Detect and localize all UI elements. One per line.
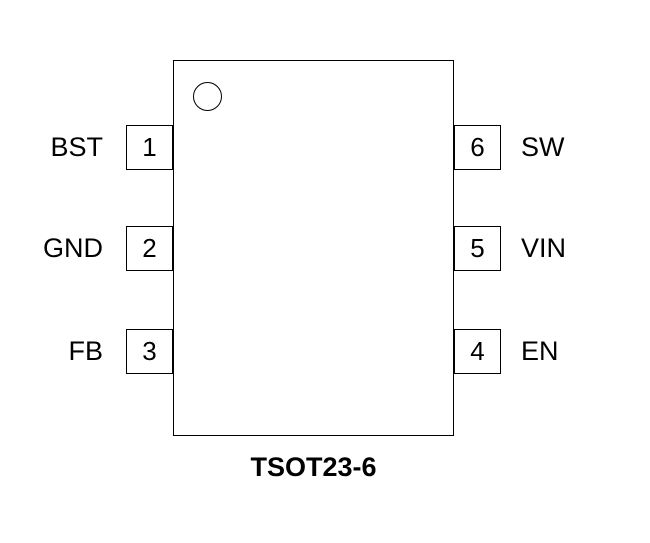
- pin-4: 4: [454, 329, 501, 374]
- pin-label-sw: SW: [521, 132, 565, 162]
- chip-body: [173, 60, 454, 436]
- pin-3: 3: [126, 329, 173, 374]
- pin-number-4: 4: [470, 336, 485, 366]
- pin-number-3: 3: [142, 336, 157, 366]
- package-name: TSOT23-6: [250, 452, 377, 482]
- pin-2: 2: [126, 226, 173, 271]
- pin-1: 1: [126, 125, 173, 170]
- pin-label-en: EN: [521, 336, 559, 366]
- pin-number-5: 5: [470, 233, 485, 263]
- pin-number-2: 2: [142, 233, 157, 263]
- pin-number-1: 1: [142, 132, 157, 162]
- pin-6: 6: [454, 125, 501, 170]
- pin-label-fb: FB: [68, 336, 103, 366]
- pin-number-6: 6: [470, 132, 485, 162]
- pin-label-gnd: GND: [43, 233, 103, 263]
- pin1-indicator-icon: [193, 82, 222, 111]
- pin-5: 5: [454, 226, 501, 271]
- pin-label-bst: BST: [50, 132, 103, 162]
- pin-label-vin: VIN: [521, 233, 567, 263]
